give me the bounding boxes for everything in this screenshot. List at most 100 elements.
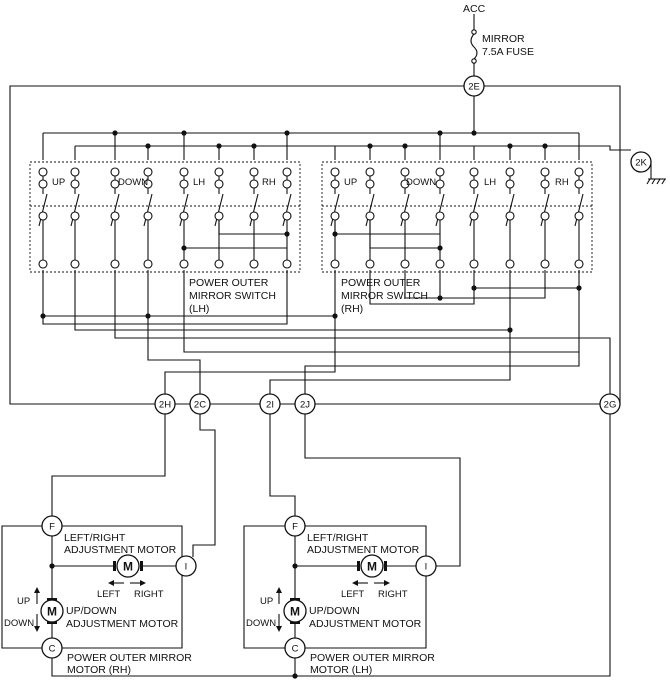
- motor-lh-title-line1: POWER OUTER MIRROR: [310, 652, 435, 664]
- switch-rh-lh-label: LH: [484, 177, 496, 188]
- svg-text:M: M: [290, 605, 300, 619]
- switch-lh-title-line3: (LH): [189, 303, 209, 315]
- switch-contact: [330, 167, 340, 269]
- switch-contact: [469, 167, 479, 269]
- motor-lh-down-label: DOWN: [246, 618, 276, 629]
- switch-contact: [179, 167, 189, 269]
- svg-text:F: F: [292, 522, 298, 533]
- switch-contact: [540, 167, 550, 269]
- motor-lh-left-right-motor-icon: M: [357, 554, 387, 578]
- switch-contact: [249, 167, 259, 269]
- connector-2g: 2G: [599, 393, 621, 415]
- motor-lh-ud-label-line1: UP/DOWN: [309, 605, 360, 617]
- svg-text:2I: 2I: [266, 400, 274, 411]
- motor-lh-lr-label-line2: ADJUSTMENT MOTOR: [307, 544, 420, 556]
- svg-text:M: M: [47, 605, 57, 619]
- motor-rh-up-label: UP: [17, 596, 30, 607]
- switch-contact: [282, 167, 292, 269]
- switch-contact: [38, 167, 48, 269]
- motor-rh-ud-label-line2: ADJUSTMENT MOTOR: [66, 618, 179, 630]
- connector-2c: 2C: [189, 393, 211, 415]
- fuse-icon: [470, 33, 478, 60]
- switch-lh-rh-label: RH: [262, 177, 276, 188]
- switch-rh-up-label: UP: [344, 177, 357, 188]
- svg-text:2G: 2G: [604, 400, 617, 411]
- power-supply: ACC MIRROR 7.5A FUSE: [463, 3, 534, 76]
- power-outer-mirror-switch-rh: UP DOWN LH RH POWER OUTER MIRROR SWITCH …: [321, 161, 593, 315]
- switch-contact: [435, 167, 445, 269]
- motor-lh-right-label: RIGHT: [378, 589, 408, 600]
- switch-contact: [214, 167, 224, 269]
- motor-rh-lr-label-line2: ADJUSTMENT MOTOR: [64, 544, 177, 556]
- motor-rh-down-label: DOWN: [4, 618, 34, 629]
- motor-lh-left-label: LEFT: [341, 589, 364, 600]
- fuse-label-line2: 7.5A FUSE: [482, 46, 534, 58]
- connector-2j: 2J: [294, 393, 316, 415]
- acc-label: ACC: [463, 3, 486, 15]
- switch-contact: [365, 167, 375, 269]
- motor-lh-direction-arrows: [276, 580, 390, 632]
- wires: [9, 85, 663, 677]
- svg-text:F: F: [49, 522, 55, 533]
- connector-2e: 2E: [463, 75, 485, 97]
- motor-rh-up-down-motor-icon: M: [40, 598, 64, 624]
- switch-lh-title-line1: POWER OUTER: [189, 277, 269, 289]
- svg-text:M: M: [367, 560, 377, 574]
- svg-text:M: M: [123, 560, 133, 574]
- fuse-label-line1: MIRROR: [482, 33, 525, 45]
- motor-rh-direction-arrows: [34, 580, 146, 632]
- switch-lh-title-line2: MIRROR SWITCH: [189, 290, 276, 302]
- motor-lh-terminal-i: I: [415, 555, 437, 577]
- motor-rh-right-label: RIGHT: [134, 589, 164, 600]
- switch-contact: [143, 167, 153, 269]
- switch-contact: [505, 167, 515, 269]
- motor-lh-up-down-motor-icon: M: [283, 598, 307, 624]
- svg-text:C: C: [49, 644, 56, 655]
- motor-rh-left-label: LEFT: [97, 589, 120, 600]
- motor-rh-lr-label-line1: LEFT/RIGHT: [64, 532, 126, 544]
- switch-rh-contacts: [330, 167, 584, 269]
- switch-lh-up-label: UP: [52, 177, 65, 188]
- power-outer-mirror-switch-lh: UP DOWN LH RH POWER OUTER MIRROR SWITCH …: [29, 161, 301, 315]
- svg-text:2C: 2C: [194, 400, 206, 411]
- switch-lh-lh-label: LH: [193, 177, 205, 188]
- connector-2h: 2H: [154, 393, 176, 415]
- motor-lh-title-line2: MOTOR (LH): [310, 664, 372, 676]
- motor-rh-title-line1: POWER OUTER MIRROR: [67, 652, 192, 664]
- motor-rh-title-line2: MOTOR (RH): [67, 664, 131, 676]
- svg-text:2H: 2H: [159, 400, 171, 411]
- svg-text:I: I: [185, 562, 188, 573]
- svg-text:2J: 2J: [300, 400, 310, 411]
- switch-contact: [110, 167, 120, 269]
- switch-rh-rh-label: RH: [555, 177, 569, 188]
- motor-lh-terminal-c: C: [284, 637, 306, 659]
- svg-text:2E: 2E: [468, 82, 480, 93]
- motor-lh-ud-label-line2: ADJUSTMENT MOTOR: [309, 618, 422, 630]
- svg-text:I: I: [425, 562, 428, 573]
- switch-contact: [400, 167, 410, 269]
- connector-2i: 2I: [259, 393, 281, 415]
- motor-lh-up-label: UP: [260, 596, 273, 607]
- motor-rh-terminal-f: F: [41, 515, 63, 537]
- svg-text:2K: 2K: [635, 158, 647, 169]
- power-outer-mirror-motor-rh: M M LEFT/RIGHT ADJUSTMENT MOTOR LEFT RIG…: [1, 515, 197, 676]
- power-outer-mirror-motor-lh: M M LEFT/RIGHT ADJUSTMENT MOTOR LEFT RIG…: [243, 515, 437, 676]
- motor-rh-ud-label-line1: UP/DOWN: [66, 605, 117, 617]
- motor-rh-terminal-c: C: [41, 637, 63, 659]
- switch-rh-title-line2: MIRROR SWITCH: [341, 290, 428, 302]
- switch-lh-contacts: [38, 167, 292, 269]
- switch-lh-down-label: DOWN: [118, 177, 148, 188]
- connector-2k: 2K: [630, 151, 652, 173]
- motor-rh-terminal-i: I: [175, 555, 197, 577]
- switch-contact: [574, 167, 584, 269]
- motor-lh-lr-label-line1: LEFT/RIGHT: [307, 532, 369, 544]
- switch-rh-title-line1: POWER OUTER: [341, 277, 421, 289]
- motor-lh-terminal-f: F: [284, 515, 306, 537]
- svg-text:C: C: [292, 644, 299, 655]
- switch-rh-down-label: DOWN: [406, 177, 436, 188]
- ground-icon: [646, 178, 666, 185]
- switch-contact: [70, 167, 80, 269]
- switch-rh-title-line3: (RH): [341, 303, 363, 315]
- motor-rh-left-right-motor-icon: M: [113, 554, 143, 578]
